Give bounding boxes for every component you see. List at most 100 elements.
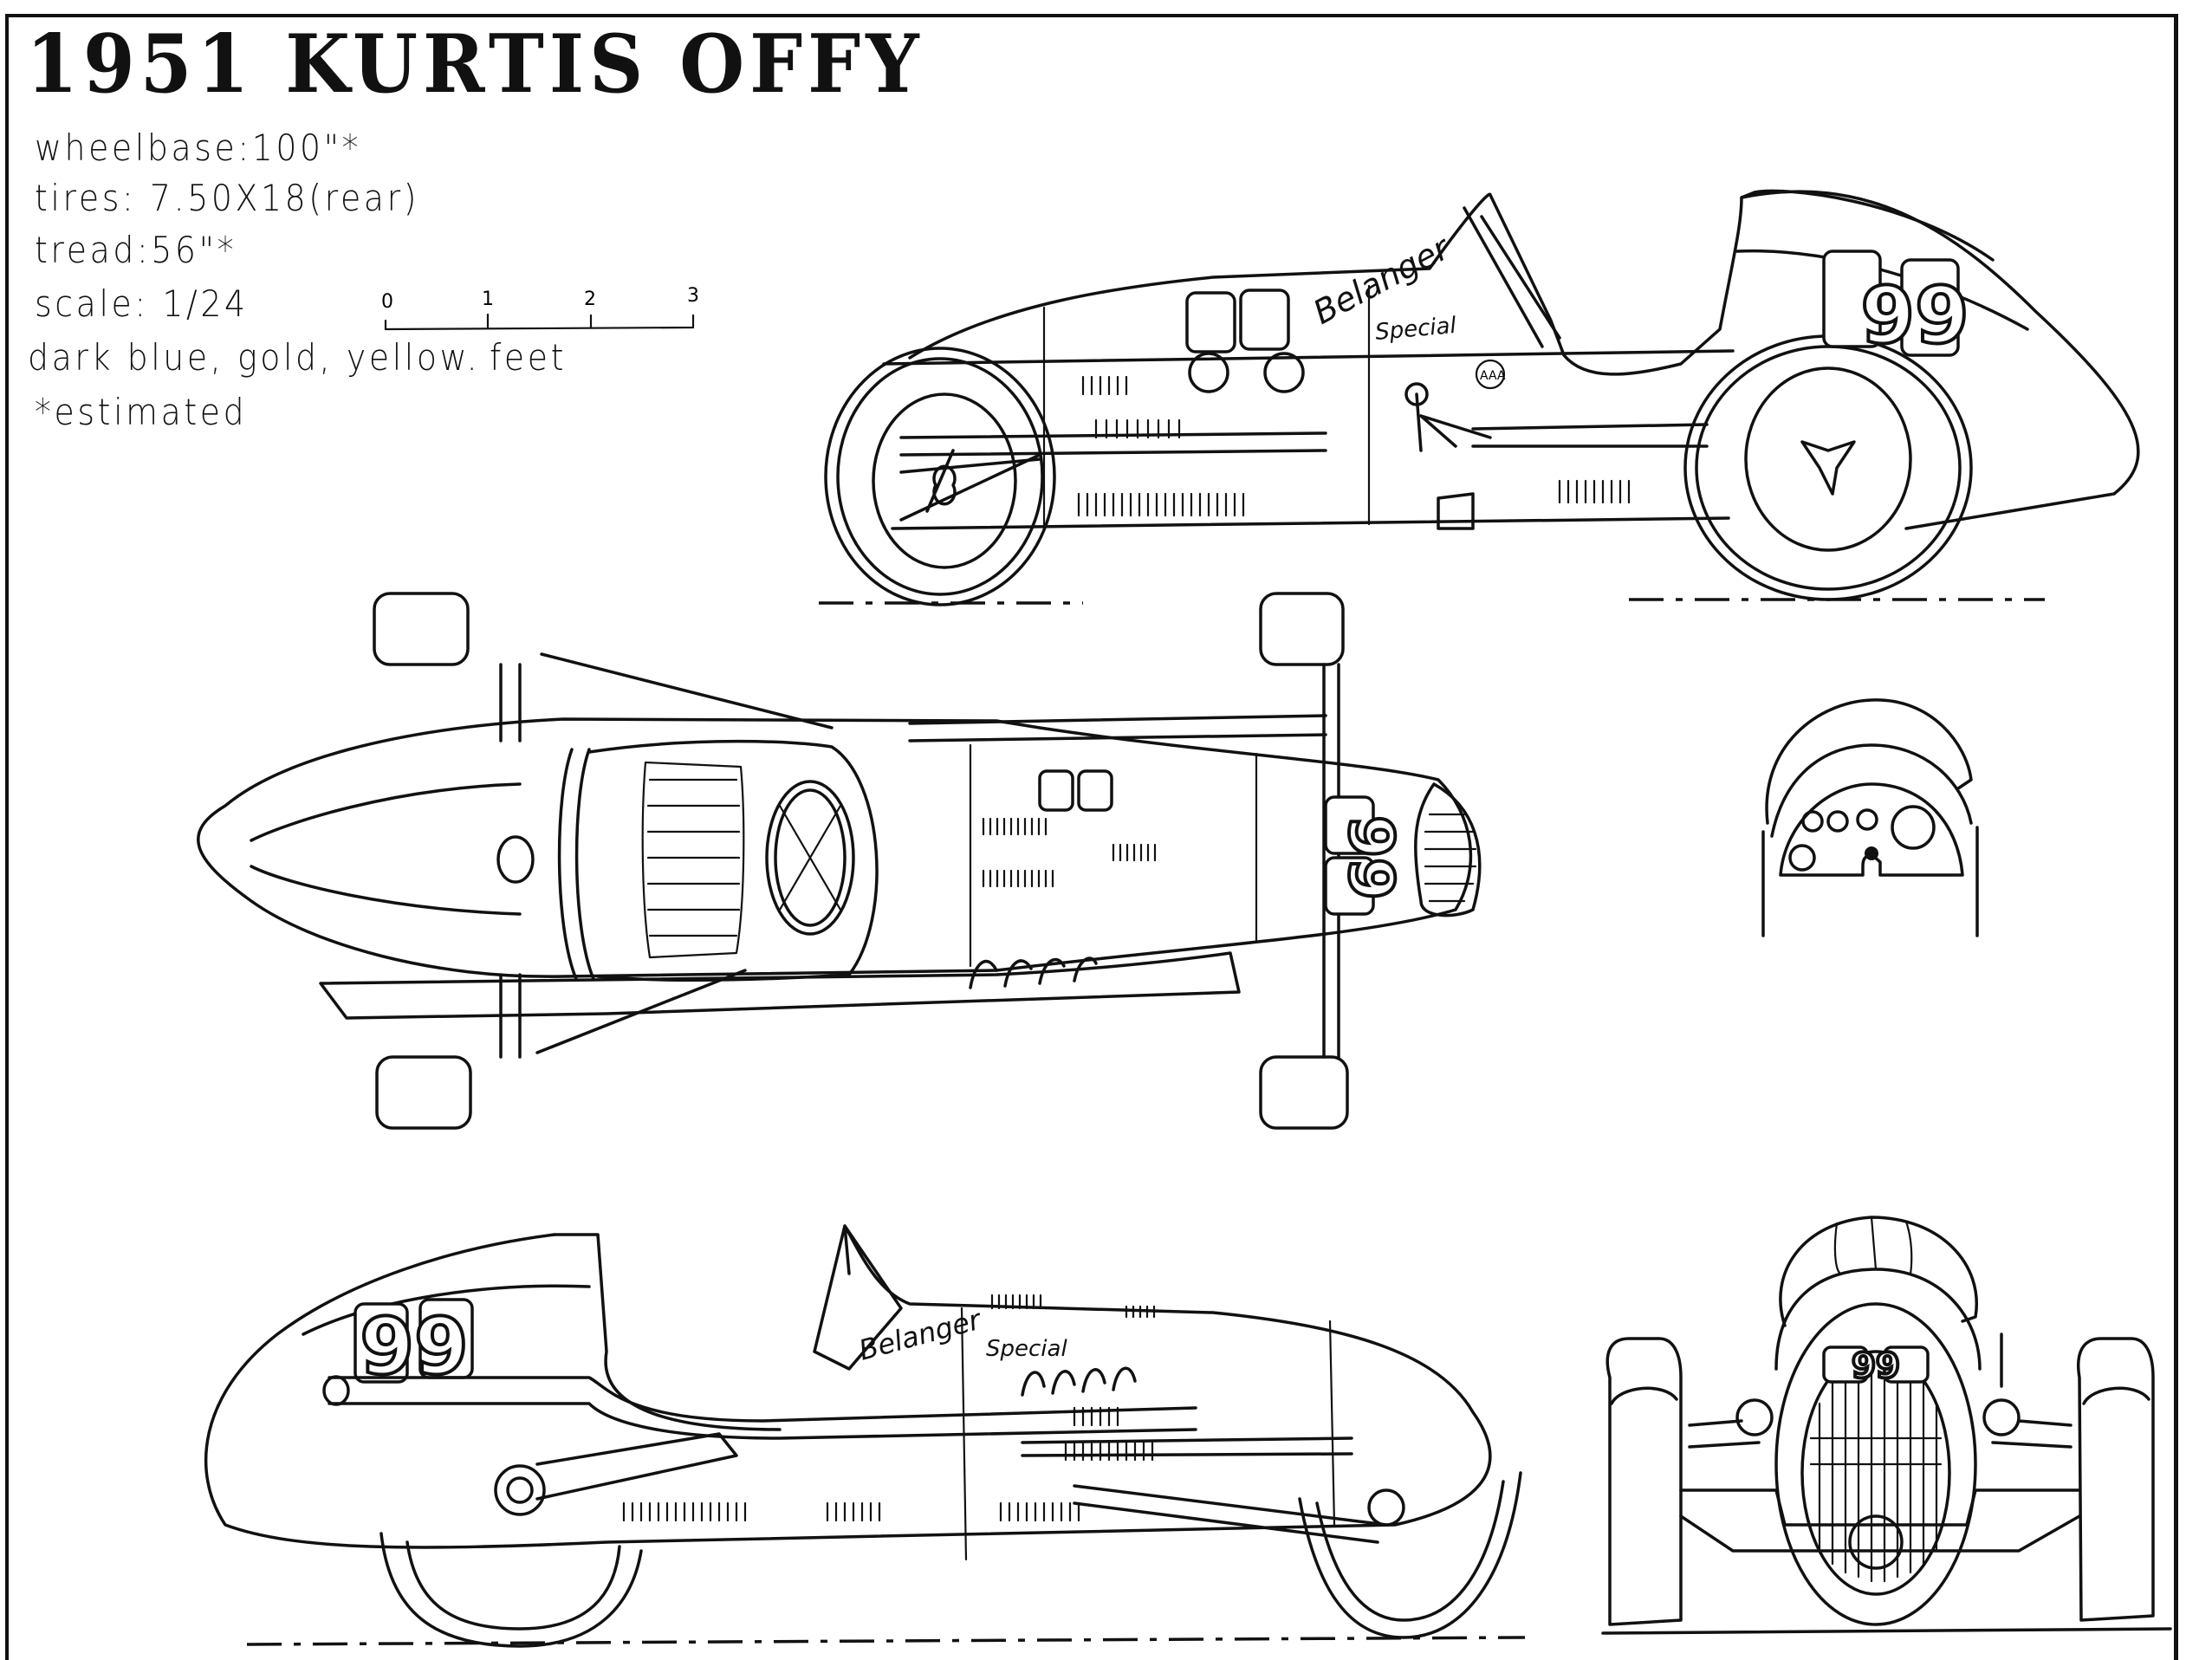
- body-lower: [891, 516, 1730, 530]
- grille-top: [1414, 782, 1482, 918]
- grille: [1800, 1350, 1951, 1596]
- panel-seam: [960, 1307, 968, 1561]
- tire-front-left: [373, 592, 470, 666]
- front-wheel: [1298, 1471, 1522, 1639]
- radius-rod: [899, 449, 1327, 457]
- scale-label-0: 0: [381, 291, 393, 313]
- exhaust-pipe: [328, 1376, 1197, 1423]
- tire-right-tread: [2082, 1386, 2150, 1405]
- body-beltline: [882, 349, 1735, 366]
- cockpit-edge: [553, 1233, 782, 1431]
- spec-tread: tread:56"*: [35, 229, 237, 271]
- exhaust-pan: [319, 951, 1241, 1020]
- torsion-bar: [1021, 1436, 1353, 1444]
- exhaust-headers: [1021, 1366, 1137, 1397]
- radius-rod: [1073, 1484, 1388, 1544]
- radius-rod: [540, 652, 834, 729]
- shift-knob-icon: [1865, 846, 1878, 860]
- car-number-top: 99: [1335, 815, 1406, 899]
- strut: [899, 453, 1041, 522]
- tail-stripe: [302, 1284, 591, 1336]
- seat: [641, 761, 745, 959]
- rear-wheel-rim: [405, 1540, 621, 1631]
- scale-label-2: 2: [584, 289, 596, 310]
- starter-crank: [1848, 1514, 1904, 1570]
- dashboard-view: [1761, 698, 1979, 937]
- exhaust-pipe: [328, 1402, 1197, 1440]
- radius-rod: [899, 431, 1327, 439]
- drawing-frame: [5, 14, 2178, 1660]
- panel-seam: [1328, 1320, 1336, 1527]
- rear-link: [1419, 414, 1492, 448]
- steering-arm: [1415, 392, 1423, 452]
- radius-rod: [535, 1432, 738, 1501]
- shock-right: [1982, 1398, 2021, 1436]
- ground-line: [246, 1636, 1526, 1646]
- gauge-icon: [1801, 810, 1824, 833]
- tire-right: [2077, 1337, 2155, 1622]
- knockoff-icon: [1800, 440, 1856, 496]
- tire-rear-right: [1259, 1055, 1349, 1130]
- cockpit-rim: [557, 748, 595, 981]
- windscreen: [813, 1224, 903, 1371]
- drawing-title: 1951 KURTIS OFFY: [26, 16, 924, 112]
- steering-wheel: [765, 780, 855, 936]
- scale-label-1: 1: [482, 289, 494, 310]
- gauge-icon: [1856, 808, 1878, 831]
- cowl-ribs: [1833, 1216, 1913, 1275]
- rear-wheel: [379, 1532, 643, 1648]
- number-panel: [1324, 856, 1375, 916]
- axle-beam: [1679, 1488, 2081, 1527]
- spec-wheelbase: wheelbase:100"*: [35, 126, 362, 169]
- seat-pleats: [646, 778, 741, 937]
- car-number-front: 99: [1852, 1346, 1900, 1386]
- front-wheel-rim: [836, 357, 1044, 596]
- car-number-side: 99: [1185, 250, 1971, 363]
- spec-scale: scale: 1/24: [35, 282, 249, 325]
- tire-left: [1605, 1337, 1683, 1626]
- number-panel: [1822, 1346, 1869, 1384]
- steering-wheel-inner: [774, 788, 847, 927]
- louvers: [622, 1294, 1156, 1522]
- windscreen: [1463, 206, 1561, 348]
- top-view: 99: [197, 592, 1482, 1130]
- nose-opening: [496, 835, 535, 884]
- special-label: Special: [986, 1336, 1067, 1362]
- number-panel: [1038, 769, 1074, 812]
- front-hub: [1367, 1488, 1405, 1527]
- spec-scale-unit: feet: [490, 336, 568, 379]
- gauge-icon: [1826, 810, 1849, 833]
- exhaust-pipe: [899, 457, 1041, 474]
- rear-wheel: [1683, 334, 1973, 601]
- aaa-badge-text: AAA: [1480, 369, 1506, 383]
- grille-bars: [1809, 1363, 1943, 1583]
- front-wheel-rim: [1315, 1480, 1505, 1622]
- number-panel: [354, 1302, 409, 1384]
- wishbones: [1688, 1419, 2073, 1449]
- spec-tires: tires: 7.50X18(rear): [35, 177, 420, 219]
- spec-colors: dark blue, gold, yellow.: [28, 336, 481, 379]
- exhaust-headers: [969, 956, 1098, 989]
- tail-upper: [1740, 189, 1995, 262]
- front-view: 99: [1601, 1216, 2172, 1635]
- side-view-left: 99 Belanger Special: [204, 1224, 1526, 1648]
- aaa-badge: [1475, 359, 1506, 390]
- number-panel: [1883, 1346, 1930, 1384]
- special-label: Special: [1374, 313, 1458, 346]
- cowl: [1779, 1216, 1978, 1327]
- body-outline: [908, 190, 2140, 530]
- ignition-icon: [1788, 844, 1816, 872]
- scale-label-3: 3: [687, 285, 699, 307]
- cowl-top: [1765, 698, 1973, 825]
- exhaust-tip: [322, 1375, 350, 1406]
- grille-bars: [1424, 813, 1477, 903]
- body-sides: [1761, 826, 1979, 937]
- side-view-right: 99 Belanger Special AAA: [819, 189, 2140, 606]
- engine-port: [1188, 352, 1229, 393]
- engine-port: [1263, 352, 1305, 393]
- dash-hoop: [1770, 743, 1973, 838]
- body-outline-left: [204, 1224, 1492, 1549]
- steering-spokes: [778, 804, 842, 911]
- front-wheel: [824, 347, 1056, 606]
- spec-footnote: *estimated: [35, 391, 248, 433]
